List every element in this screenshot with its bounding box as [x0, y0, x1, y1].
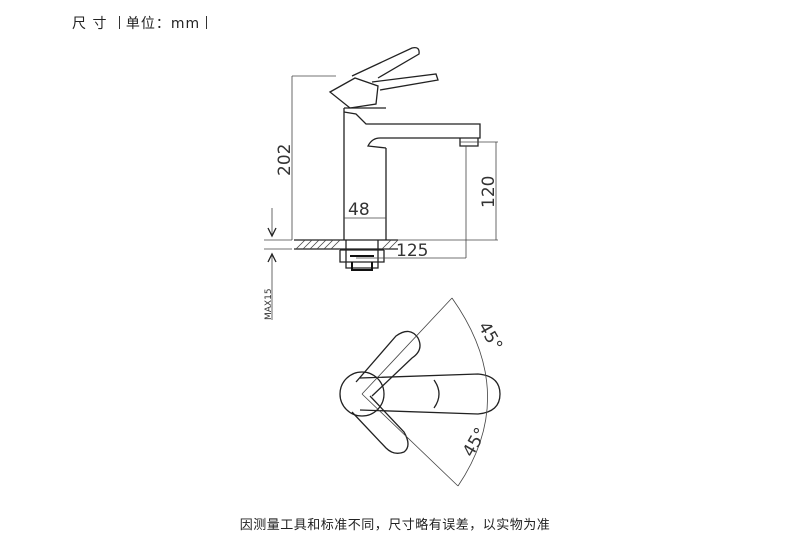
mounting-nut [339, 240, 385, 269]
angle-bottom-label: 45° [459, 424, 491, 460]
unit-label: 单位：mm [125, 16, 201, 32]
mounting-shank [350, 255, 374, 271]
total-height-label: 202 [275, 144, 295, 176]
body-width-label: 48 [348, 200, 370, 220]
aerator-top [433, 379, 440, 409]
lever-handle [351, 46, 439, 91]
body-top-circle [339, 371, 385, 417]
lever-cartridge [328, 77, 379, 109]
angle-top-label: 45° [474, 319, 506, 355]
faucet-body-outline [343, 107, 387, 240]
reach-label: 125 [396, 241, 428, 261]
spout [343, 111, 481, 149]
side-view: 202 48 120 125 MAX15 [264, 46, 499, 320]
lever-top-up [355, 330, 421, 397]
separator [118, 16, 120, 29]
top-view: 45° 45° [339, 297, 506, 487]
max-deck-label: MAX15 [264, 288, 274, 320]
lever-top-down [351, 395, 409, 454]
separator [206, 16, 208, 29]
dimension-title: 尺 寸 [72, 16, 108, 32]
disclaimer-note: 因测量工具和标准不同，尺寸略有误差，以实物为准 [239, 518, 551, 533]
dimension-header: 尺 寸 单位：mm [72, 13, 213, 33]
angle-arc [451, 297, 488, 487]
spout-height-label: 120 [479, 176, 499, 208]
